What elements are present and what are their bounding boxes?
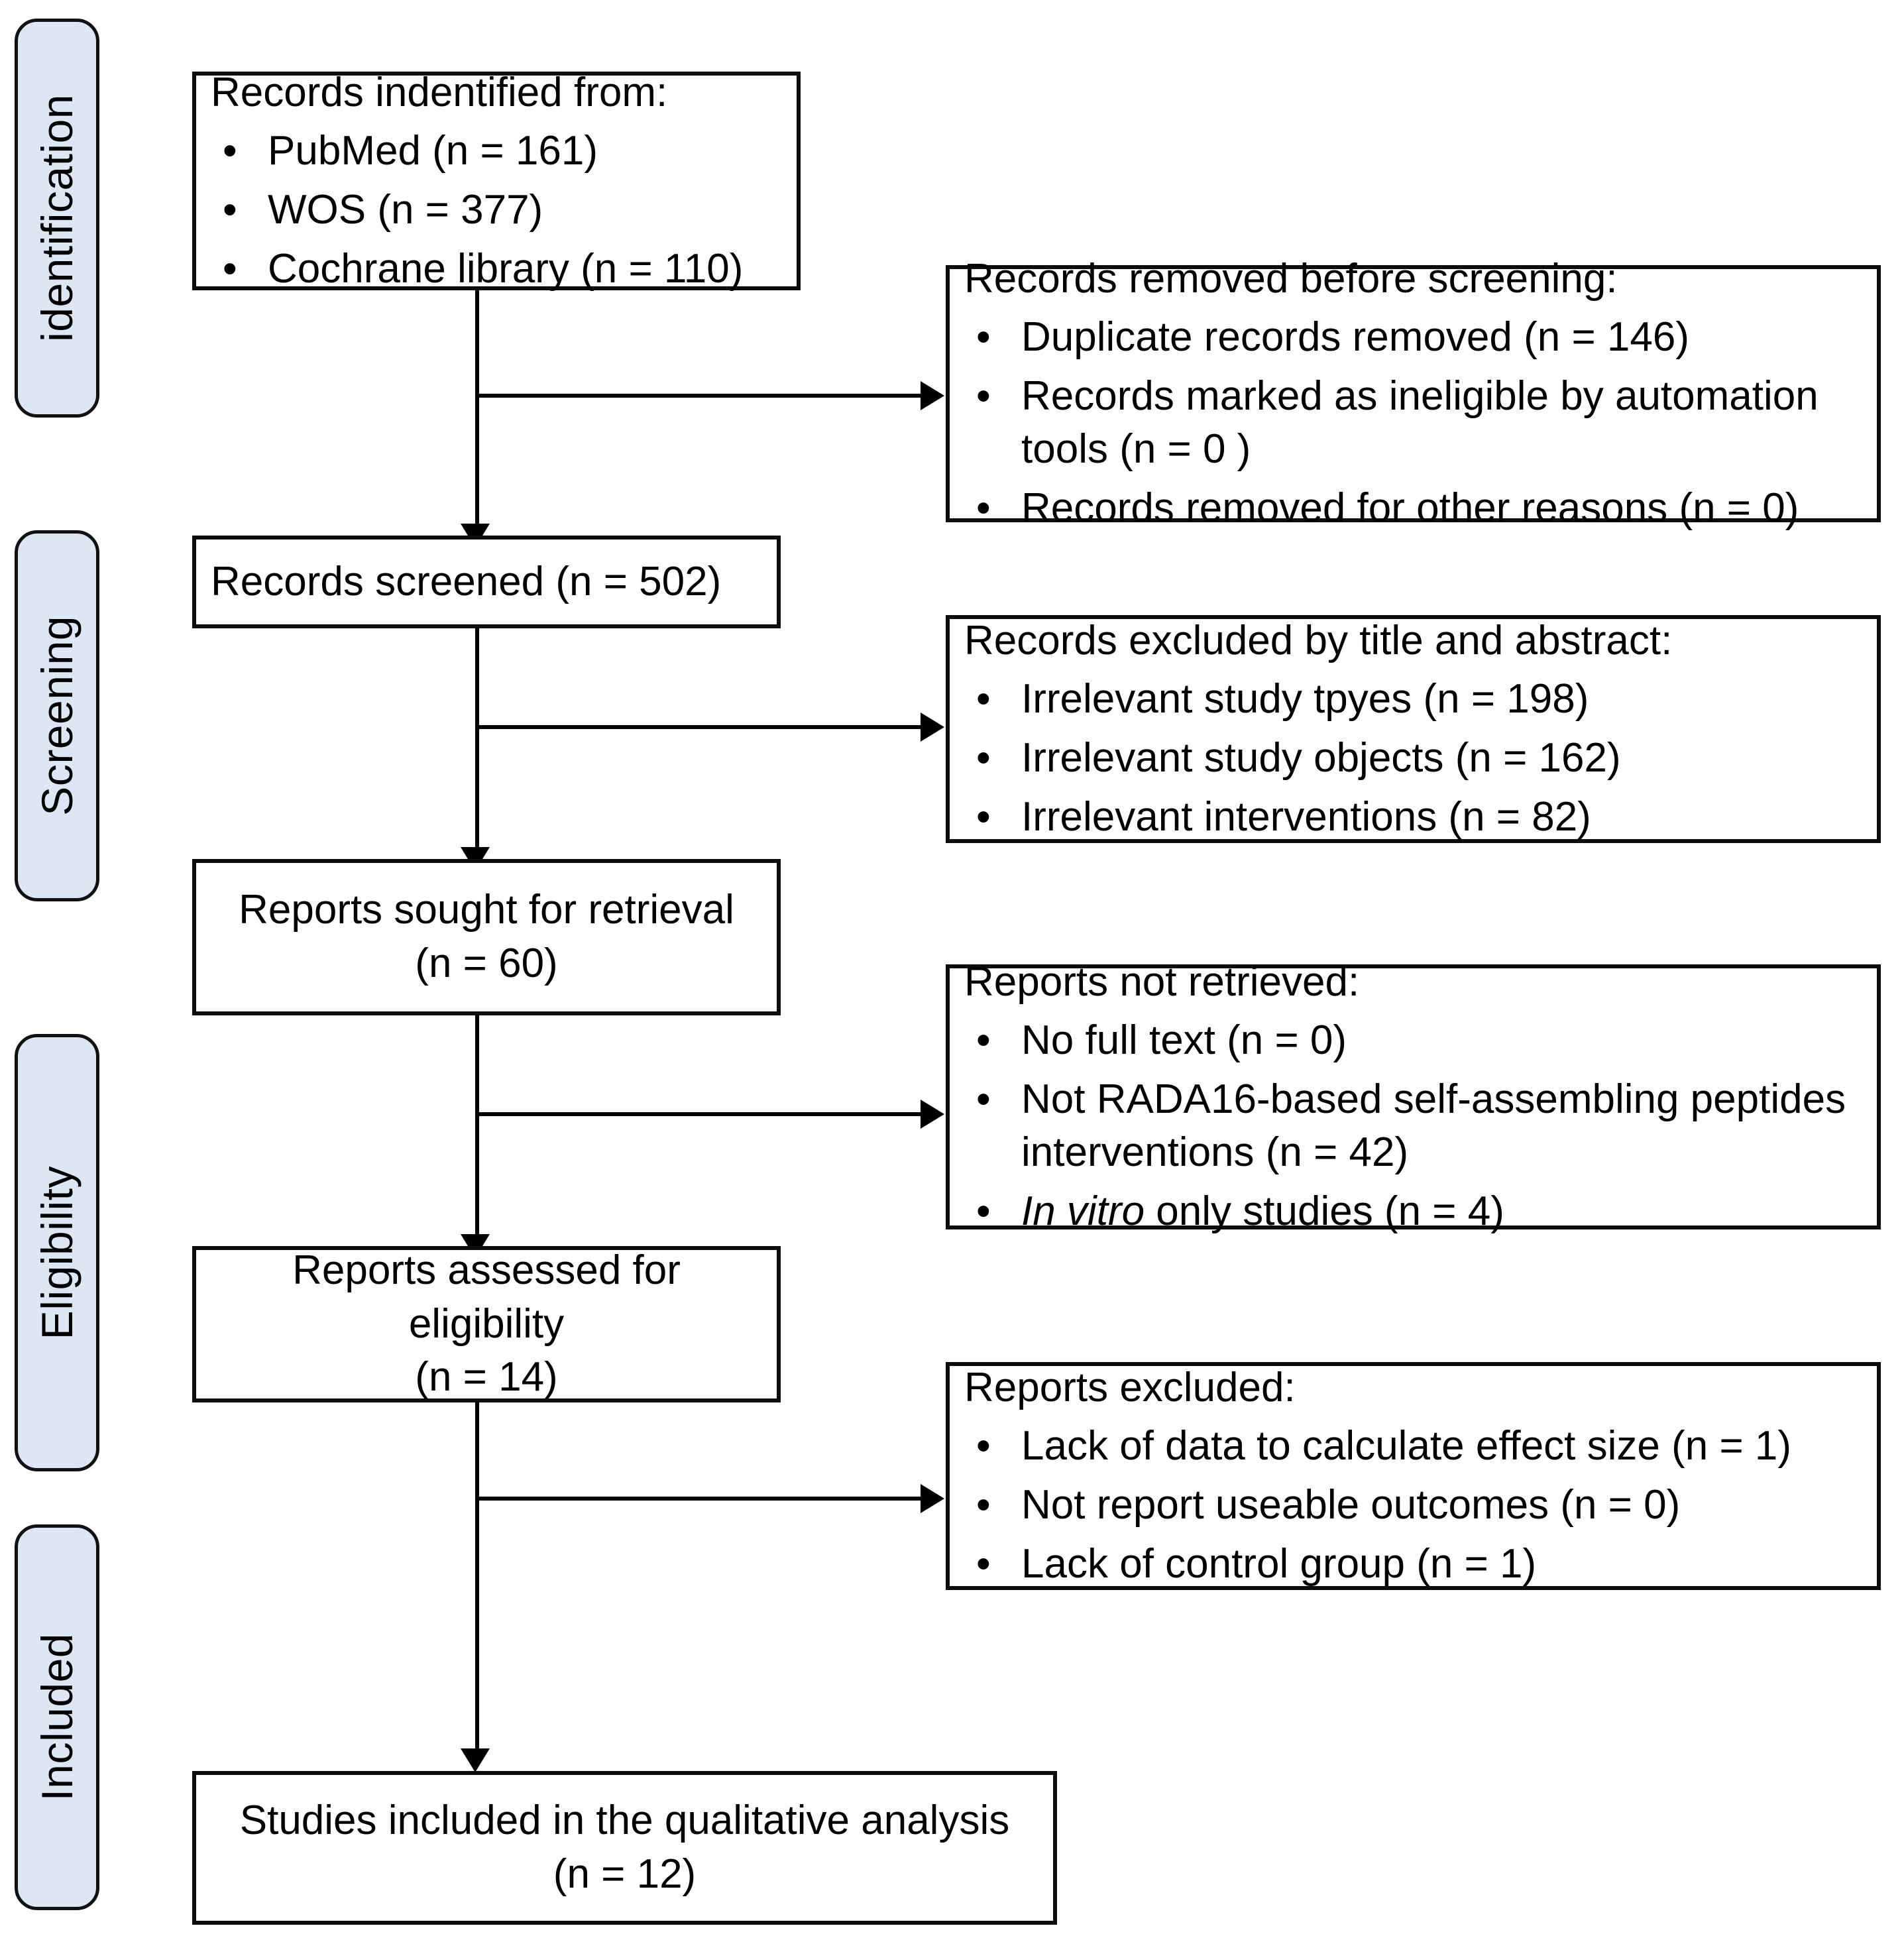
box-records-screened: Records screened (n = 502): [192, 536, 781, 628]
box-reports-excluded-list: Lack of data to calculate effect size (n…: [964, 1414, 1862, 1591]
box-reports-not-retrieved: Reports not retrieved: No full text (n =…: [946, 959, 1881, 1238]
box-reports-not-retrieved-title: Reports not retrieved:: [964, 958, 1360, 1005]
list-item: Records removed for other reasons (n = 0…: [964, 482, 1862, 536]
phase-tab-identification-label: identification: [32, 94, 82, 342]
box-records-excluded-title-abstract: Records excluded by title and abstract: …: [946, 615, 1881, 844]
box-reports-excluded: Reports excluded: Lack of data to calcul…: [946, 1362, 1881, 1591]
list-item: Irrelevant study tpyes (n = 198): [964, 673, 1862, 726]
in-vitro-rest: only studies (n = 4): [1145, 1188, 1504, 1234]
list-item: Lack of control group (n = 1): [964, 1538, 1862, 1591]
connector-identified-to-removed: [475, 394, 921, 398]
box-reports-not-retrieved-list: No full text (n = 0) Not RADA16-based se…: [964, 1009, 1862, 1238]
box-studies-included: Studies included in the qualitative anal…: [192, 1771, 1057, 1925]
list-item: Not report useable outcomes (n = 0): [964, 1479, 1862, 1532]
box-records-screened-title: Records screened (n = 502): [211, 558, 722, 604]
box-reports-excluded-title: Reports excluded:: [964, 1364, 1296, 1410]
in-vitro-italic: In vitro: [1021, 1188, 1145, 1234]
phase-tab-eligibility-label: Eligibility: [32, 1165, 82, 1340]
box-records-excluded-title: Records excluded by title and abstract:: [964, 617, 1673, 663]
box-records-removed-before-screening: Records removed before screening: Duplic…: [946, 256, 1881, 535]
list-item: Cochrane library (n = 110): [211, 243, 782, 296]
arrow-right-icon: [921, 381, 944, 410]
connector-identified-to-screened: [475, 290, 479, 536]
box-records-identified-title: Records indentified from:: [211, 69, 668, 115]
list-item: Irrelevant study objects (n = 162): [964, 732, 1862, 785]
box-studies-included-line1: Studies included in the qualitative anal…: [239, 1797, 1010, 1844]
list-item: WOS (n = 377): [211, 184, 782, 237]
list-item: No full text (n = 0): [964, 1014, 1862, 1068]
connector-screened-to-sought: [475, 628, 479, 859]
phase-tab-screening: Screening: [15, 530, 99, 901]
box-studies-included-line2: (n = 12): [553, 1851, 697, 1897]
list-item-in-vitro: In vitro only studies (n = 4): [964, 1185, 1862, 1239]
box-records-identified: Records indentified from: PubMed (n = 16…: [192, 70, 801, 296]
list-item: Lack of data to calculate effect size (n…: [964, 1420, 1862, 1473]
phase-tab-included: Included: [15, 1524, 99, 1910]
box-records-identified-list: PubMed (n = 161) WOS (n = 377) Cochrane …: [211, 119, 782, 296]
connector-sought-to-not-retrieved: [475, 1112, 921, 1116]
arrow-right-icon: [921, 712, 944, 742]
box-reports-assessed-line1: Reports assessed for eligibility: [292, 1247, 681, 1347]
phase-tab-eligibility: Eligibility: [15, 1034, 99, 1471]
phase-tab-identification: identification: [15, 19, 99, 418]
connector-sought-to-assessed: [475, 1015, 479, 1246]
list-item: Irrelevant interventions (n = 82): [964, 791, 1862, 844]
box-reports-sought: Reports sought for retrieval (n = 60): [192, 859, 781, 1015]
list-item: Records marked as ineligible by automati…: [964, 370, 1862, 477]
phase-tab-screening-label: Screening: [32, 616, 82, 816]
list-item: Not RADA16-based self-assembling peptide…: [964, 1073, 1862, 1180]
box-reports-assessed-line2: (n = 14): [415, 1354, 558, 1400]
list-item: Duplicate records removed (n = 146): [964, 311, 1862, 365]
box-records-removed-list: Duplicate records removed (n = 146) Reco…: [964, 306, 1862, 535]
phase-tab-included-label: Included: [32, 1633, 82, 1801]
arrow-down-icon: [461, 1748, 490, 1772]
list-item: PubMed (n = 161): [211, 125, 782, 178]
box-reports-assessed: Reports assessed for eligibility (n = 14…: [192, 1246, 781, 1402]
box-reports-sought-line2: (n = 60): [415, 940, 558, 986]
box-records-excluded-list: Irrelevant study tpyes (n = 198) Irrelev…: [964, 667, 1862, 844]
connector-assessed-to-excluded: [475, 1497, 921, 1501]
arrow-right-icon: [921, 1100, 944, 1129]
box-records-removed-title: Records removed before screening:: [964, 255, 1618, 302]
connector-screened-to-excluded: [475, 725, 921, 729]
box-reports-sought-line1: Reports sought for retrieval: [239, 887, 734, 933]
arrow-right-icon: [921, 1484, 944, 1513]
connector-assessed-to-included: [475, 1402, 479, 1760]
